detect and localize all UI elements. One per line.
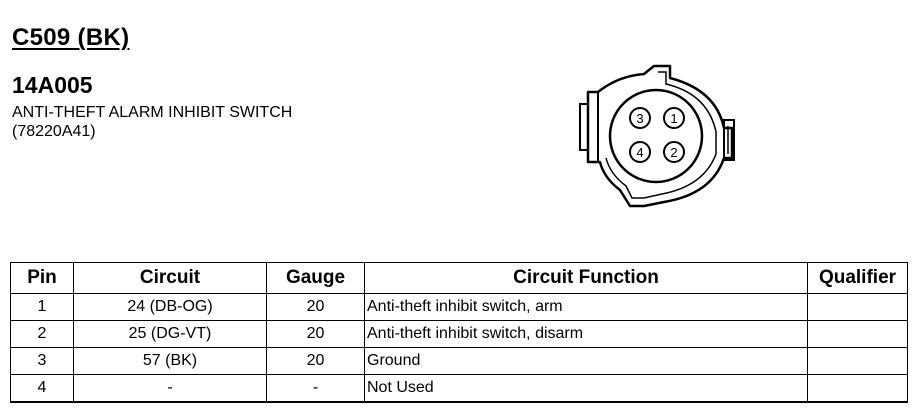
cell-qualifier [807,293,908,321]
header-gauge: Gauge [266,262,365,294]
component-name: ANTI-THEFT ALARM INHIBIT SWITCH [12,104,293,121]
cell-circuit: 24 (DB-OG) [73,293,267,321]
header-circuit: Circuit [73,262,267,294]
cell-gauge: 20 [266,293,365,321]
header-circuit-function: Circuit Function [364,262,808,294]
cell-circuit: - [73,374,267,403]
pin-2: 2 [663,141,685,163]
cell-function: Anti-theft inhibit switch, disarm [364,320,808,348]
left-latch [579,92,599,162]
terminal-cavity [608,88,704,184]
table-row: 4 - - Not Used [10,374,908,403]
connector-id: C509 (BK) [12,24,130,51]
pin-4-label: 4 [636,145,643,160]
cell-gauge: 20 [266,320,365,348]
table-header-row: Pin Circuit Gauge Circuit Function Quali… [10,262,908,294]
pin-table: Pin Circuit Gauge Circuit Function Quali… [10,262,908,403]
pin-1-label: 1 [670,111,677,126]
table-row: 3 57 (BK) 20 Ground [10,347,908,375]
cell-qualifier [807,374,908,403]
header-qualifier: Qualifier [807,262,908,294]
cell-pin: 2 [10,320,74,348]
cell-qualifier [807,347,908,375]
pin-3-label: 3 [636,111,643,126]
cell-circuit: 25 (DG-VT) [73,320,267,348]
cell-pin: 1 [10,293,74,321]
pin-4: 4 [629,141,651,163]
cell-pin: 4 [10,374,74,403]
table-row: 1 24 (DB-OG) 20 Anti-theft inhibit switc… [10,293,908,321]
header-pin: Pin [10,262,74,294]
cell-gauge: - [266,374,365,403]
cell-qualifier [807,320,908,348]
pin-3: 3 [629,107,651,129]
connector-housing-inner [605,71,717,199]
component-code: (78220A41) [12,123,96,140]
part-number: 14A005 [12,72,93,98]
table-row: 2 25 (DG-VT) 20 Anti-theft inhibit switc… [10,320,908,348]
connector-face-diagram: 1 2 3 4 [579,64,735,208]
cell-gauge: 20 [266,347,365,375]
right-tab [723,119,735,161]
cell-function: Anti-theft inhibit switch, arm [364,293,808,321]
cell-function: Ground [364,347,808,375]
cell-circuit: 57 (BK) [73,347,267,375]
cell-pin: 3 [10,347,74,375]
pin-2-label: 2 [670,145,677,160]
cell-function: Not Used [364,374,808,403]
component-description: ANTI-THEFT ALARM INHIBIT SWITCH (78220A4… [12,103,292,141]
connector-housing-outline [586,64,734,208]
pin-1: 1 [663,107,685,129]
